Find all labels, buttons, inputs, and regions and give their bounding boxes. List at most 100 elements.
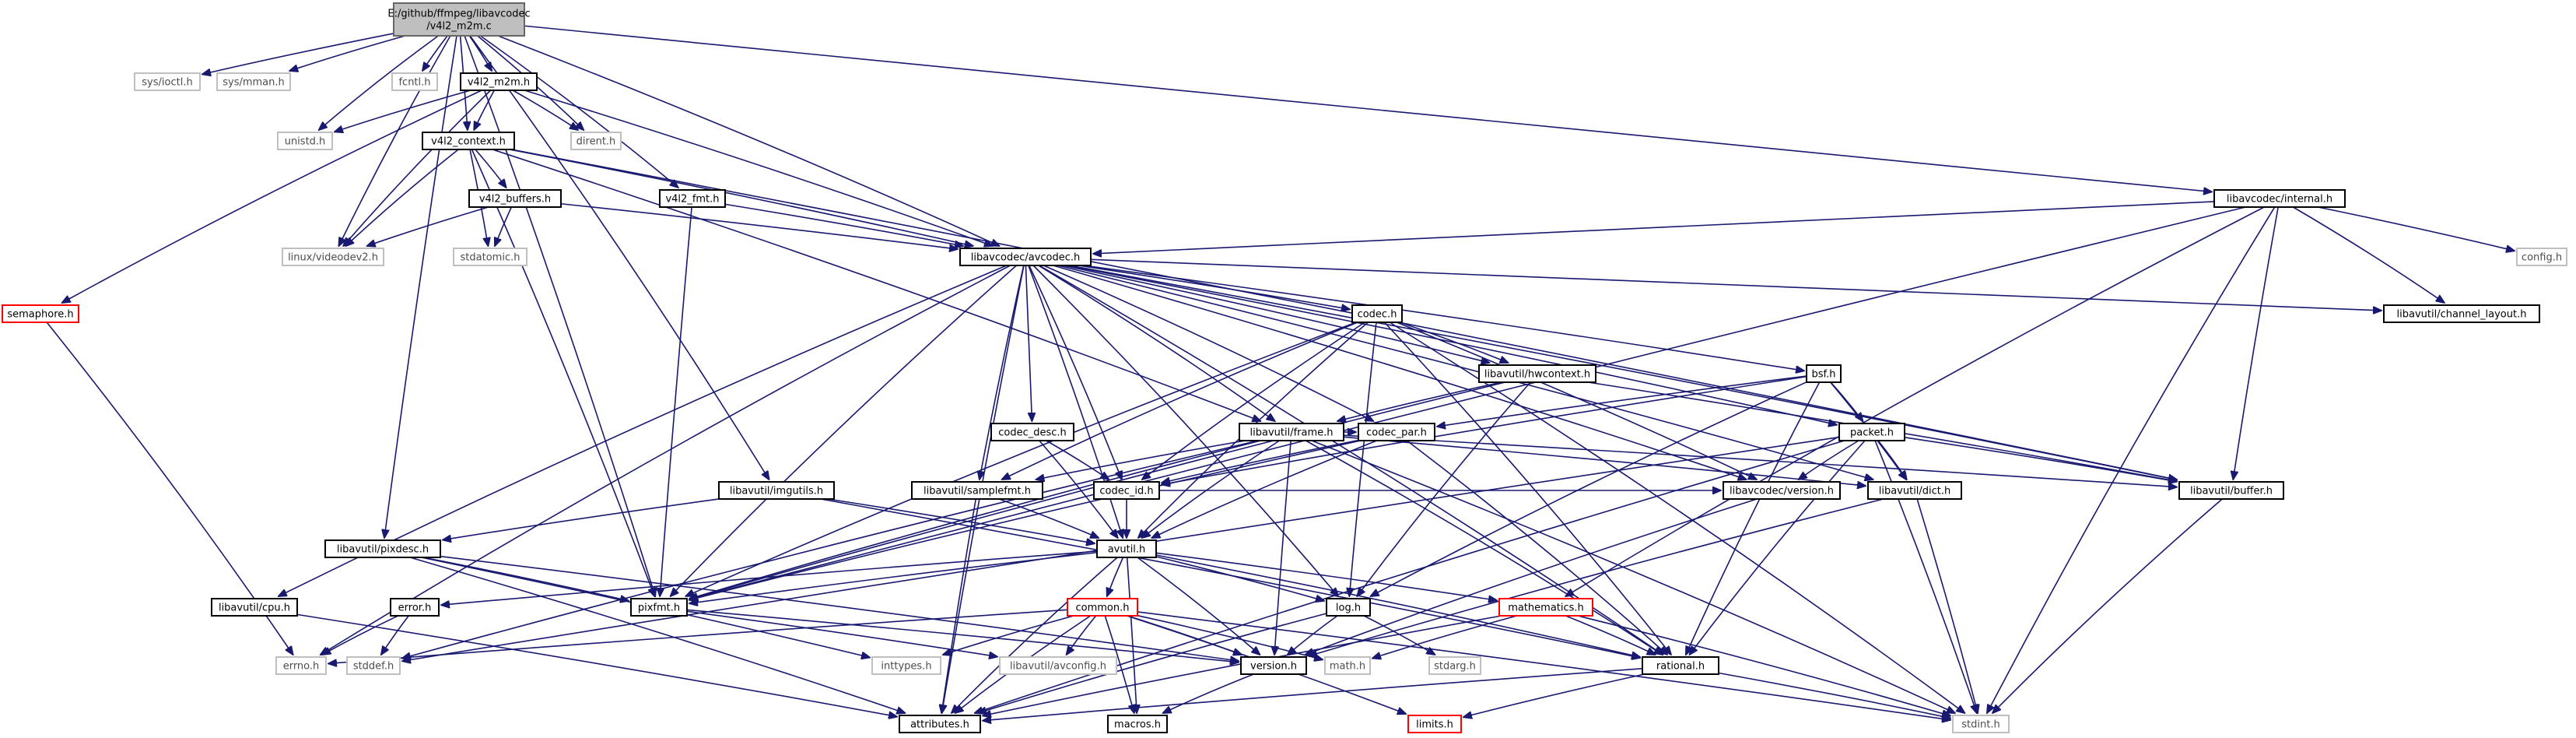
node-version_u[interactable]: version.h xyxy=(1240,656,1307,675)
node-label-unistd: unistd.h xyxy=(285,136,326,148)
edge-common-to-errno xyxy=(328,609,1068,663)
node-label-stdatomic: stdatomic.h xyxy=(461,252,520,264)
node-sys_ioctl: sys/ioctl.h xyxy=(134,72,201,91)
edge-avcodec-to-bsf xyxy=(1084,265,1804,371)
edge-hwcontext-to-frame xyxy=(1337,381,1502,421)
node-label-dirent: dirent.h xyxy=(577,136,616,148)
edge-avcodec-to-codec xyxy=(1078,265,1350,309)
node-box-attributes xyxy=(899,715,981,733)
node-label-hwcontext: libavutil/hwcontext.h xyxy=(1484,369,1590,381)
node-pixfmt[interactable]: pixfmt.h xyxy=(630,598,688,617)
node-packet[interactable]: packet.h xyxy=(1838,423,1905,441)
node-bsf[interactable]: bsf.h xyxy=(1806,364,1842,383)
node-root[interactable]: E:/github/ffmpeg/libavcodec/v4l2_m2m.c xyxy=(387,2,531,37)
node-box-pixdesc xyxy=(324,539,441,558)
edge-mathematics-to-attributes xyxy=(983,615,1502,715)
node-box-dirent xyxy=(570,132,622,150)
edge-avcodec-to-codec_desc xyxy=(1025,265,1032,421)
node-label-bsf: bsf.h xyxy=(1811,369,1835,381)
node-dict[interactable]: libavutil/dict.h xyxy=(1867,481,1962,500)
node-v4l2_context[interactable]: v4l2_context.h xyxy=(422,132,515,150)
node-label-macros: macros.h xyxy=(1114,719,1161,731)
node-channel_layout[interactable]: libavutil/channel_layout.h xyxy=(2383,304,2540,323)
node-label-internal: libavcodec/internal.h xyxy=(2227,194,2332,206)
node-log[interactable]: log.h xyxy=(1326,598,1371,617)
edge-layer xyxy=(46,25,2515,720)
edge-v4l2_context-to-frame xyxy=(492,149,1260,421)
edge-frame-to-pixfmt xyxy=(689,440,1261,599)
edge-internal-to-stdint xyxy=(1987,206,2276,713)
node-box-v4l2_context xyxy=(422,132,515,150)
node-label-version_u: version.h xyxy=(1250,661,1297,673)
edge-log-to-stdarg xyxy=(1363,615,1435,655)
node-buffer[interactable]: libavutil/buffer.h xyxy=(2178,481,2284,500)
edge-internal-to-buffer xyxy=(2233,206,2279,480)
node-frame[interactable]: libavutil/frame.h xyxy=(1239,423,1344,441)
node-attributes[interactable]: attributes.h xyxy=(899,715,981,733)
node-box-dict xyxy=(1867,481,1962,500)
node-avcodec[interactable]: libavcodec/avcodec.h xyxy=(959,248,1092,266)
edge-cpu-to-attributes xyxy=(296,613,897,716)
node-label-buffer: libavutil/buffer.h xyxy=(2190,486,2273,497)
node-v4l2_fmt[interactable]: v4l2_fmt.h xyxy=(659,189,726,208)
edge-codec-to-codec_id xyxy=(1142,322,1365,480)
node-pixdesc[interactable]: libavutil/pixdesc.h xyxy=(324,539,441,558)
node-hwcontext[interactable]: libavutil/hwcontext.h xyxy=(1478,364,1596,383)
edge-common-to-math xyxy=(1137,614,1323,660)
edge-internal-to-mathematics xyxy=(1565,206,2265,596)
node-error[interactable]: error.h xyxy=(390,598,440,617)
node-common[interactable]: common.h xyxy=(1067,598,1138,617)
node-limits[interactable]: limits.h xyxy=(1407,715,1462,733)
edge-rational-to-limits xyxy=(1463,673,1645,717)
node-label-packet: packet.h xyxy=(1850,427,1894,439)
node-macros[interactable]: macros.h xyxy=(1107,715,1168,733)
edge-internal-to-config xyxy=(2318,206,2515,251)
node-avutil[interactable]: avutil.h xyxy=(1096,539,1157,558)
node-version_c[interactable]: libavcodec/version.h xyxy=(1723,481,1841,500)
edge-packet-to-dict xyxy=(1877,440,1907,480)
edge-common-to-macros xyxy=(1104,615,1134,713)
edge-v4l2_context-to-v4l2_buffers xyxy=(475,149,506,188)
node-samplefmt[interactable]: libavutil/samplefmt.h xyxy=(911,481,1043,500)
node-cpu[interactable]: libavutil/cpu.h xyxy=(211,598,298,617)
edge-internal-to-pixfmt xyxy=(689,206,2246,599)
node-box-sys_mman xyxy=(216,72,291,91)
edge-avutil-to-pixfmt xyxy=(689,551,1098,603)
edge-avutil-to-attributes xyxy=(952,557,1118,713)
node-label-cpu: libavutil/cpu.h xyxy=(219,603,290,614)
edge-log-to-attributes xyxy=(978,613,1327,713)
node-internal[interactable]: libavcodec/internal.h xyxy=(2213,189,2346,208)
edge-imgutils-to-avutil xyxy=(827,498,1095,543)
node-semaphore[interactable]: semaphore.h xyxy=(2,304,79,323)
node-codec_desc[interactable]: codec_desc.h xyxy=(990,423,1074,441)
node-box-errno xyxy=(275,656,327,675)
edge-avutil-to-rational xyxy=(1155,554,1640,657)
node-box-hwcontext xyxy=(1478,364,1596,383)
node-label-semaphore: semaphore.h xyxy=(7,309,73,321)
edge-avutil-to-log xyxy=(1155,556,1324,601)
edge-v4l2_fmt-to-avcodec xyxy=(724,203,963,246)
edge-error-to-errno xyxy=(322,615,398,655)
node-v4l2_buffers[interactable]: v4l2_buffers.h xyxy=(468,189,562,208)
node-stdint: stdint.h xyxy=(1952,715,2010,733)
edge-v4l2_fmt-to-pixfmt xyxy=(660,206,692,596)
node-label-v4l2_context: v4l2_context.h xyxy=(431,136,506,148)
node-codec_par[interactable]: codec_par.h xyxy=(1358,423,1435,441)
node-codec_id[interactable]: codec_id.h xyxy=(1093,481,1160,500)
node-v4l2_m2m[interactable]: v4l2_m2m.h xyxy=(460,72,538,91)
node-rational[interactable]: rational.h xyxy=(1642,656,1719,675)
node-box-fcntl xyxy=(391,72,438,91)
node-mathematics[interactable]: mathematics.h xyxy=(1498,598,1593,617)
edge-packet-to-buffer xyxy=(1904,437,2177,482)
edge-avutil-to-mathematics xyxy=(1155,552,1497,600)
edge-codec_par-to-pixfmt xyxy=(689,440,1361,600)
node-box-samplefmt xyxy=(911,481,1043,500)
node-imgutils[interactable]: libavutil/imgutils.h xyxy=(718,481,835,500)
node-avconfig: libavutil/avconfig.h xyxy=(999,656,1117,675)
edge-rational-to-stdint xyxy=(1718,672,1950,719)
node-codec[interactable]: codec.h xyxy=(1351,304,1403,323)
edge-codec-to-log xyxy=(1349,322,1377,596)
edge-imgutils-to-pixdesc xyxy=(443,498,720,540)
node-box-internal xyxy=(2213,189,2346,208)
node-label-error: error.h xyxy=(398,603,432,614)
